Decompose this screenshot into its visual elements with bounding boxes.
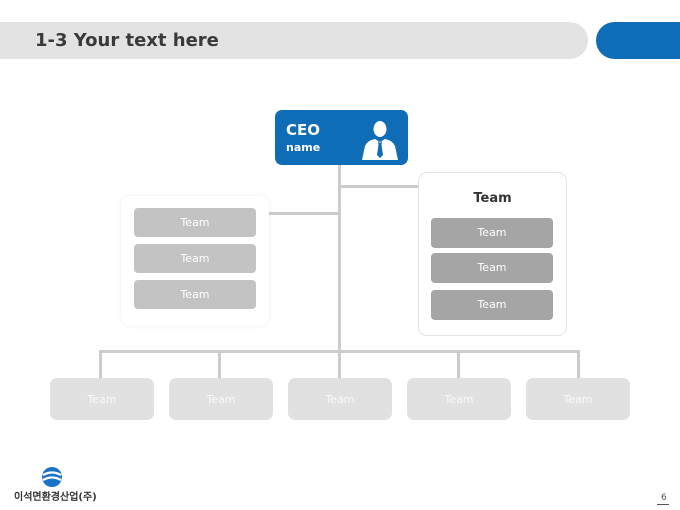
connector-drop-3 (338, 350, 341, 378)
left-team-group: Team Team Team (121, 196, 269, 326)
connector-right-branch (338, 185, 418, 188)
bottom-team-2[interactable]: Team (169, 378, 273, 420)
ceo-name: name (286, 141, 321, 154)
company-name: 이석면환경산업(주) (14, 492, 97, 503)
slide-title: 1-3 Your text here (35, 30, 219, 51)
bottom-team-1[interactable]: Team (50, 378, 154, 420)
connector-drop-2 (218, 350, 221, 378)
left-team-3[interactable]: Team (134, 280, 256, 309)
header-accent-bar (596, 22, 680, 59)
right-team-group: Team Team Team Team (418, 172, 567, 336)
company-logo-icon (42, 467, 62, 487)
connector-left-branch (269, 212, 340, 215)
right-team-2[interactable]: Team (431, 253, 553, 283)
bottom-team-4[interactable]: Team (407, 378, 511, 420)
connector-trunk (338, 165, 341, 352)
right-team-1[interactable]: Team (431, 218, 553, 248)
ceo-box[interactable]: CEO name (275, 110, 408, 165)
bottom-team-3[interactable]: Team (288, 378, 392, 420)
connector-drop-1 (99, 350, 102, 378)
page-number: 6 (657, 493, 669, 505)
connector-drop-5 (577, 350, 580, 378)
left-team-1[interactable]: Team (134, 208, 256, 237)
bottom-team-5[interactable]: Team (526, 378, 630, 420)
title-bar: 1-3 Your text here (0, 22, 588, 59)
person-icon (362, 121, 398, 160)
left-team-2[interactable]: Team (134, 244, 256, 273)
connector-drop-4 (457, 350, 460, 378)
right-group-heading: Team (473, 191, 512, 206)
right-team-3[interactable]: Team (431, 290, 553, 320)
ceo-title: CEO (286, 121, 321, 139)
